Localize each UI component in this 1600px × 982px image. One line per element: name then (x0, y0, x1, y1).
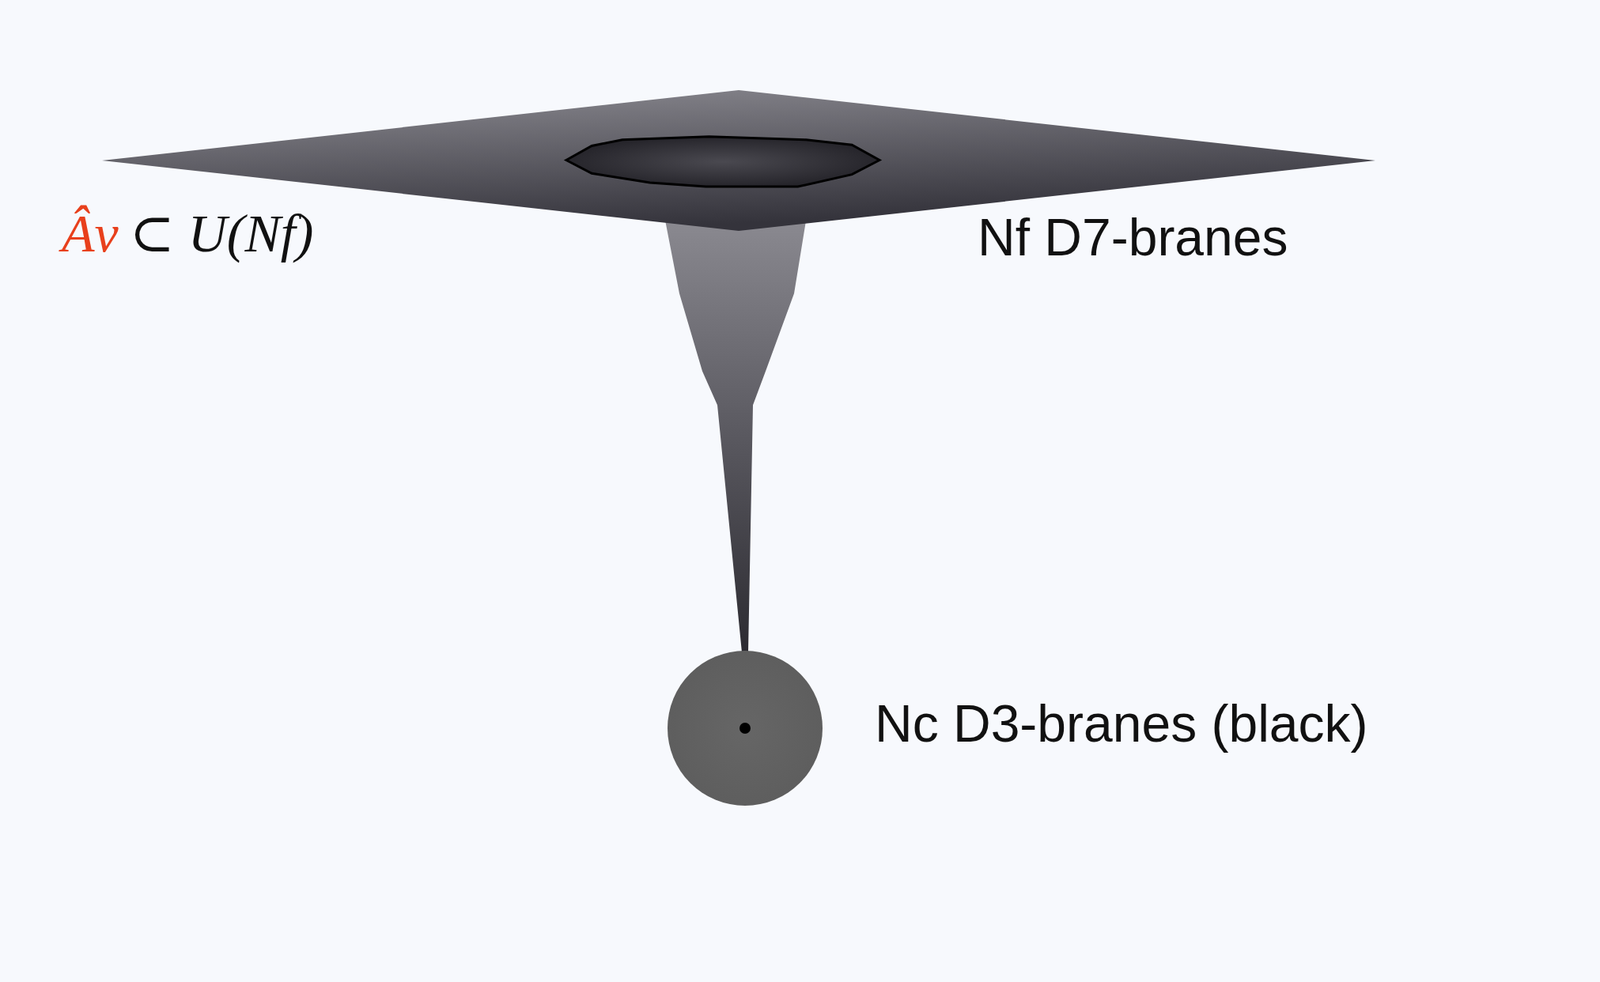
throat-opening (566, 136, 880, 187)
circle-outline (667, 650, 823, 806)
d3-brane-disk: Nc D3-branes (black) (667, 650, 823, 806)
gauge-group-label: ⊂ U(Nf) (129, 204, 314, 264)
brane-label: Nc D3-branes (black) (874, 695, 1369, 753)
brane-label: Nf D7-branes (977, 208, 1289, 267)
black-brane-disk (667, 650, 823, 806)
brane-throat (618, 167, 833, 653)
brane-point (739, 722, 751, 734)
gauge-field-label: Âν (61, 204, 119, 264)
